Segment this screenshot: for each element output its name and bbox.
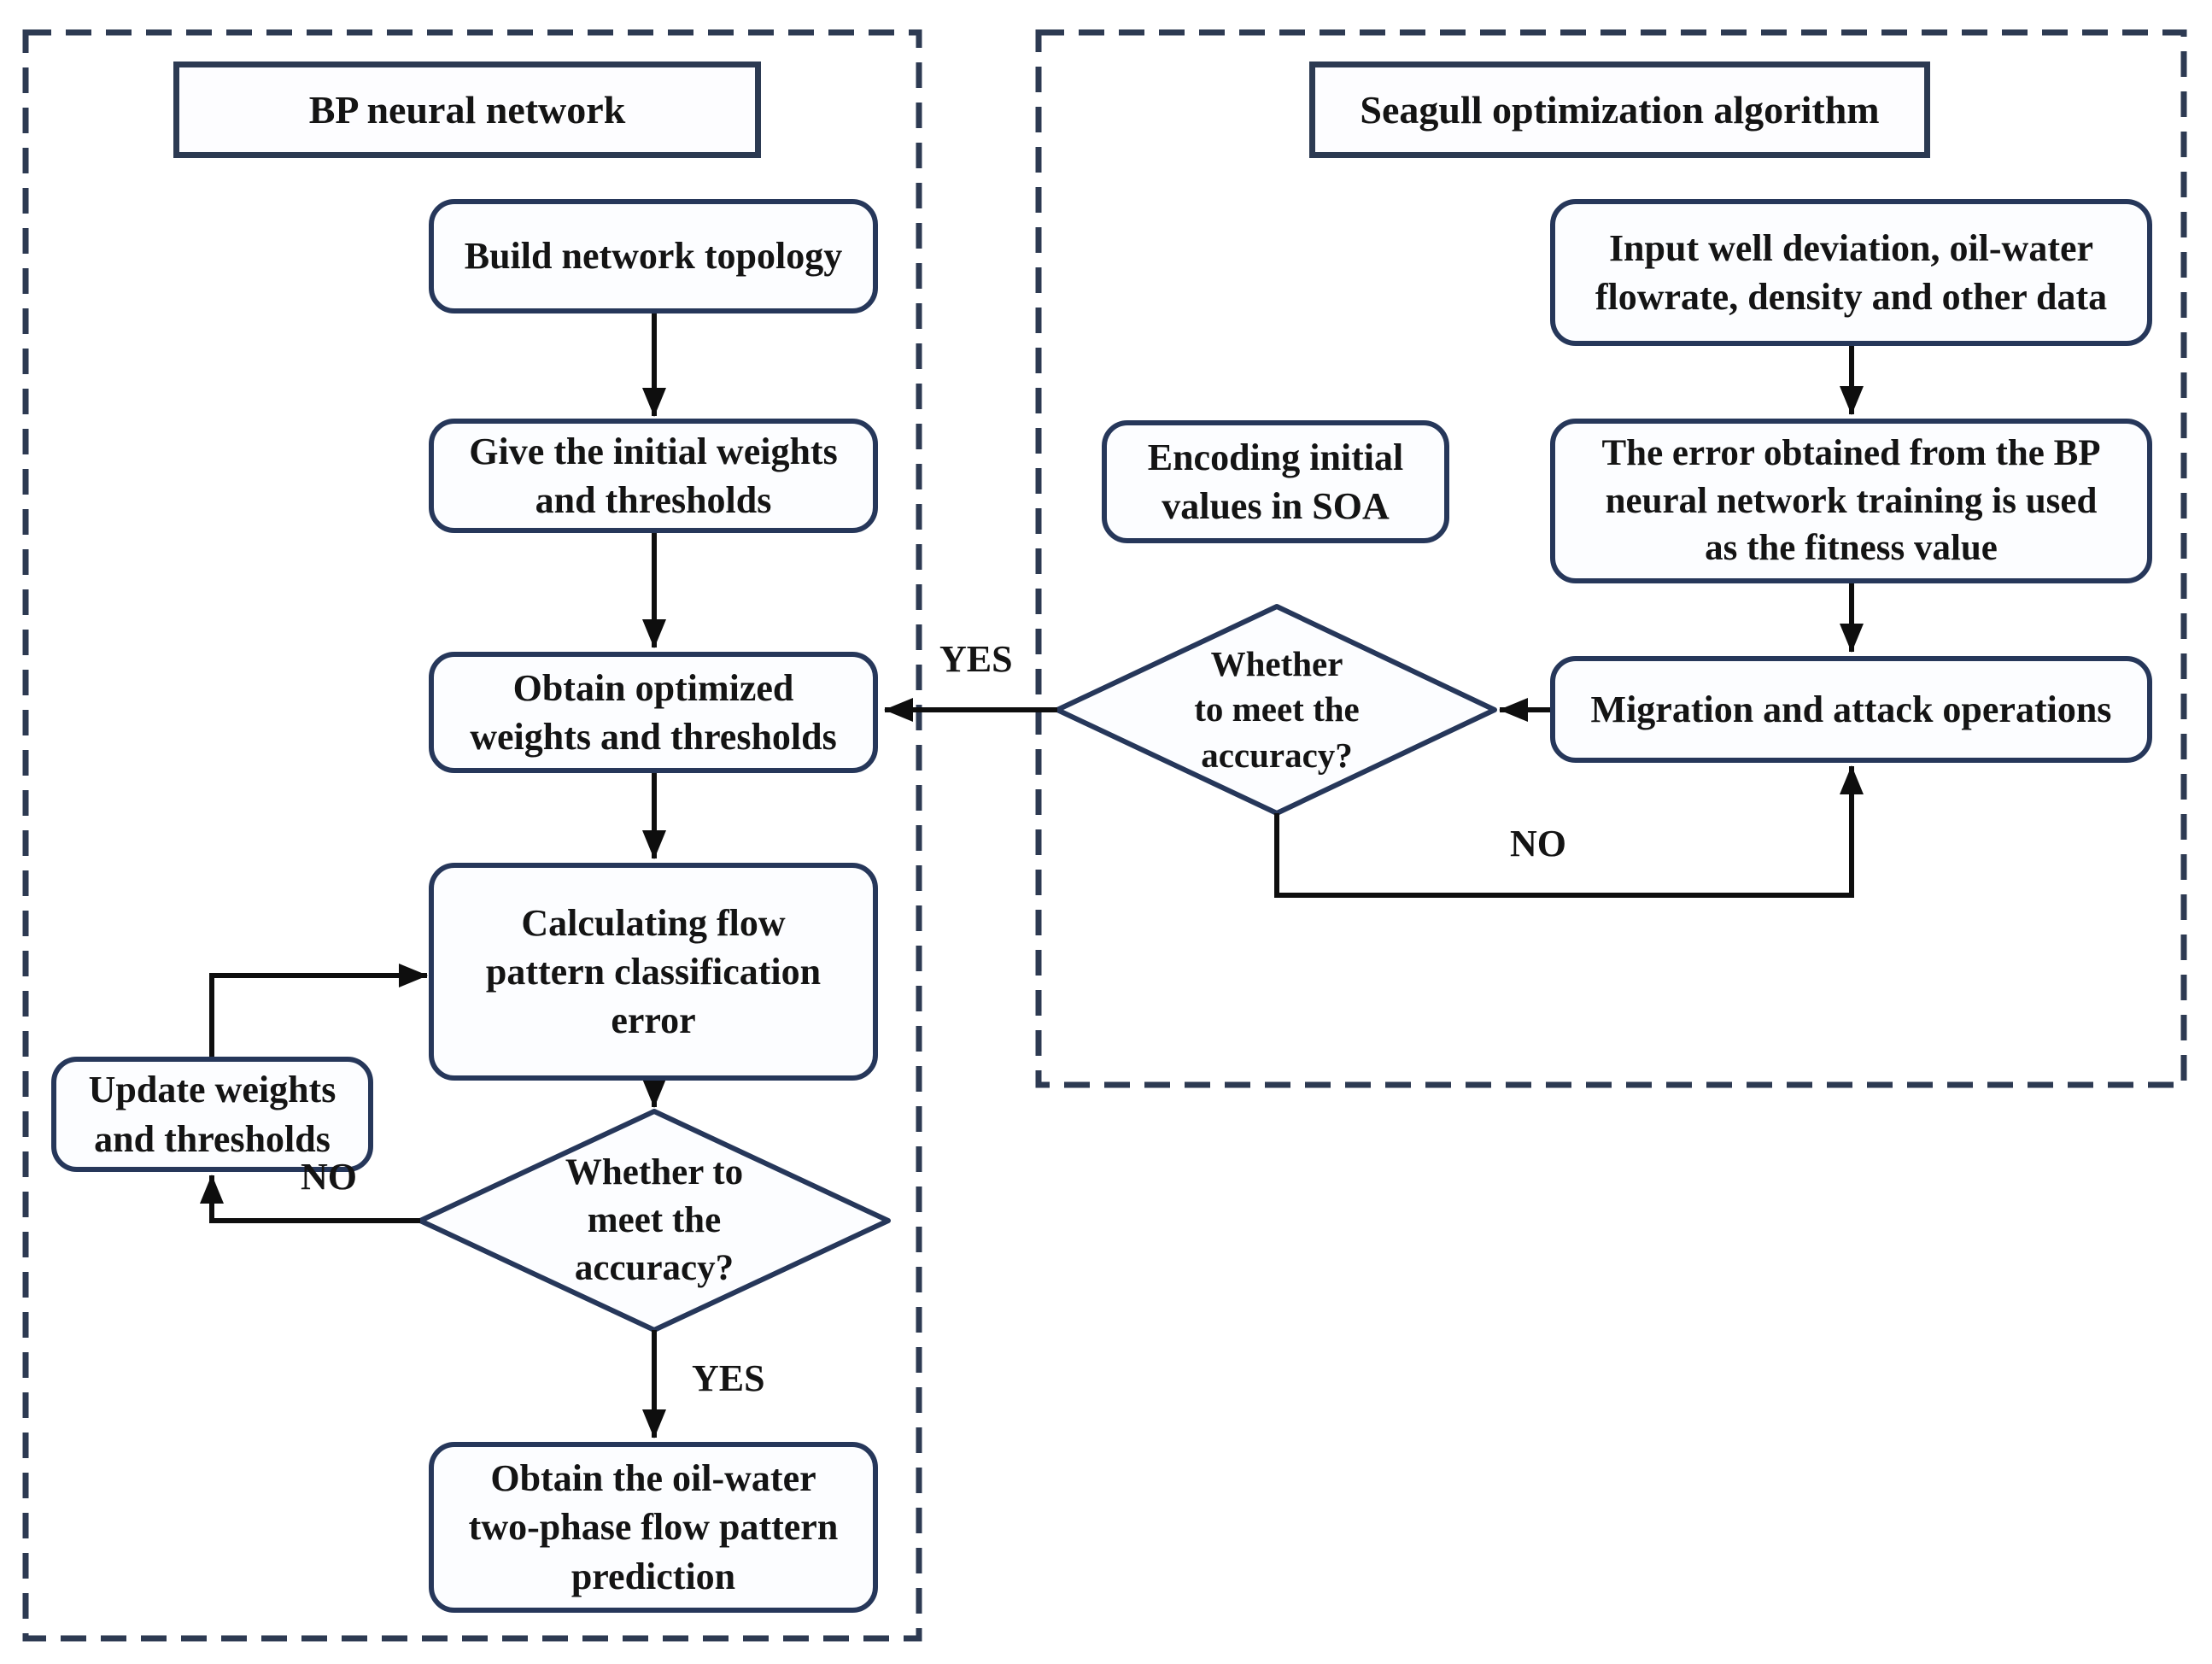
bp-panel-title: BP neural network [173, 62, 761, 158]
node-update-weights: Update weights and thresholds [51, 1057, 373, 1172]
arrow-update-to-calc [209, 964, 428, 1057]
bp-panel-border [22, 29, 922, 1642]
node-prediction: Obtain the oil-water two-phase flow patt… [429, 1442, 878, 1613]
node-encoding-soa: Encoding initial values in SOA [1102, 420, 1449, 543]
soa-yes-label: YES [939, 638, 1013, 680]
node-fitness-value: The error obtained from the BP neural ne… [1550, 419, 2152, 583]
bp-decision-label: Whether to meet the accuracy? [565, 1152, 744, 1288]
node-obtain-optimized: Obtain optimized weights and thresholds [429, 652, 878, 773]
arrow-soa-decision-no-to-migration [1274, 765, 1864, 898]
soa-no-label: NO [1510, 823, 1566, 864]
bp-no-label: NO [301, 1156, 357, 1198]
node-build-topology: Build network topology [429, 199, 878, 313]
node-migration-attack: Migration and attack operations [1550, 656, 2152, 763]
node-calc-error: Calculating flow pattern classification … [429, 863, 878, 1081]
node-initial-weights: Give the initial weights and thresholds [429, 419, 878, 533]
soa-decision-label: Whether to meet the accuracy? [1194, 644, 1360, 775]
soa-panel-border [1035, 29, 2187, 1088]
soa-panel-title: Seagull optimization algorithm [1309, 62, 1930, 158]
node-input-data: Input well deviation, oil-water flowrate… [1550, 199, 2152, 346]
bp-yes-label: YES [692, 1357, 765, 1399]
arrow-decision-no-to-update [200, 1175, 420, 1223]
